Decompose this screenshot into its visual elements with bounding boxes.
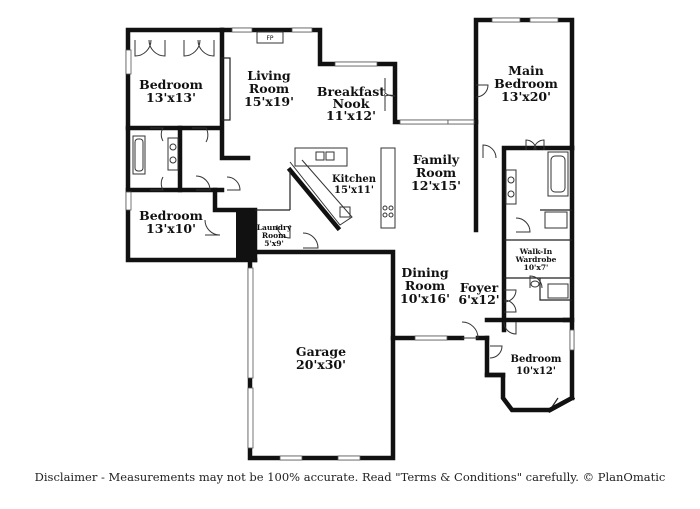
room-kitchen: Kitchen 15'x11' <box>332 174 377 196</box>
room-dimensions: 10'x7' <box>524 263 549 272</box>
room-dimensions: 10'x12' <box>516 366 556 377</box>
fireplace: FP <box>256 31 284 44</box>
room-dimensions: 13'x13' <box>146 90 196 105</box>
room-name: Garage <box>296 344 346 359</box>
room-dimensions: 12'x15' <box>411 178 461 193</box>
room-dimensions: 13'x10' <box>146 221 196 236</box>
room-bedroom-se: Bedroom 10'x12' <box>511 354 562 377</box>
doors <box>134 39 545 359</box>
interior-partitions <box>255 170 572 301</box>
room-name: Foyer <box>460 280 499 295</box>
room-name: Family <box>413 152 460 167</box>
room-name: Room <box>416 165 456 180</box>
room-name: Bedroom <box>511 354 562 365</box>
living-room-built-in <box>221 57 231 121</box>
room-walk-in-wardrobe: Walk-In Wardrobe 10'x7' <box>515 247 557 272</box>
room-bedroom-nw: Bedroom 13'x13' <box>139 77 203 105</box>
room-name: Bedroom <box>494 76 558 91</box>
room-dining-room: Dining Room 10'x16' <box>400 265 450 306</box>
room-dimensions: 10'x16' <box>400 291 450 306</box>
room-dimensions: 11'x12' <box>326 108 376 123</box>
room-name: Breakfast <box>317 84 385 99</box>
room-name: Room <box>405 278 445 293</box>
room-name: Room <box>262 231 286 240</box>
kitchen-fixtures <box>286 147 396 232</box>
room-foyer: Foyer 6'x12' <box>458 280 499 307</box>
room-dimensions: 20'x30' <box>296 357 346 372</box>
room-laundry-room: Laundry Room 5'x9' <box>257 223 292 248</box>
windows <box>125 17 575 461</box>
room-dimensions: 15'x19' <box>244 94 294 109</box>
room-dimensions: 6'x12' <box>458 292 499 307</box>
room-dimensions: 15'x11' <box>334 185 374 196</box>
room-name: Walk-In <box>519 247 553 256</box>
structural-column <box>236 210 255 260</box>
room-family-room: Family Room 12'x15' <box>411 152 461 193</box>
room-name: Kitchen <box>332 174 377 185</box>
room-name: Laundry <box>257 223 292 232</box>
room-name: Dining <box>401 265 449 280</box>
room-labels: Bedroom 13'x13' Living Room 15'x19' Brea… <box>139 63 562 377</box>
room-name: Living <box>247 68 291 83</box>
bay-window <box>502 375 559 411</box>
room-name: Bedroom <box>139 77 203 92</box>
room-name: Main <box>508 63 544 78</box>
room-name: Wardrobe <box>515 255 557 264</box>
room-living-room: Living Room 15'x19' <box>244 68 294 109</box>
room-name: Nook <box>333 96 370 111</box>
room-main-bedroom: Main Bedroom 13'x20' <box>494 63 558 104</box>
room-bedroom-w: Bedroom 13'x10' <box>139 208 203 236</box>
room-name: Room <box>249 81 289 96</box>
room-name: Bedroom <box>139 208 203 223</box>
bath-fixtures <box>132 135 569 299</box>
room-garage: Garage 20'x30' <box>296 344 346 372</box>
disclaimer-text: Disclaimer - Measurements may not be 100… <box>34 470 666 484</box>
fireplace-label: FP <box>266 35 273 42</box>
room-dimensions: 5'x9' <box>264 239 284 248</box>
room-breakfast-nook: Breakfast Nook 11'x12' <box>317 84 385 123</box>
room-dimensions: 13'x20' <box>501 89 551 104</box>
